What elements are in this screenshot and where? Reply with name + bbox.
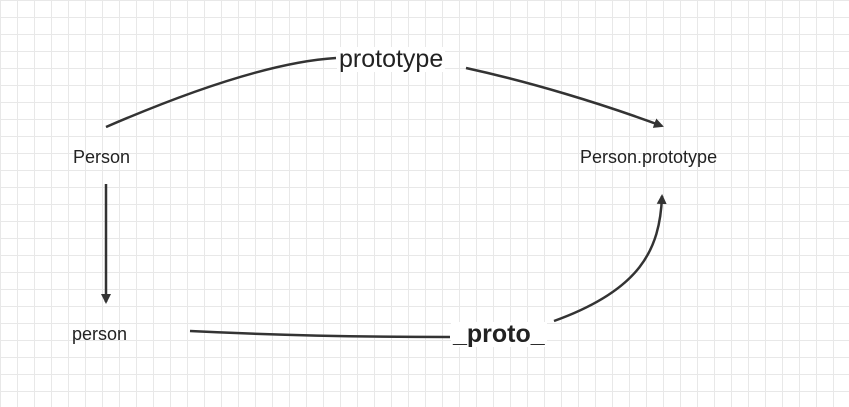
edge-prototype (105, 56, 337, 129)
edge-prototype-tail (465, 66, 664, 128)
edge-proto-tail (553, 194, 667, 323)
edge-label-proto: _proto_ (451, 320, 547, 348)
node-person-instance: person (72, 324, 128, 344)
edge-label-prototype: prototype (337, 45, 446, 73)
node-person-prototype: Person.prototype (580, 147, 718, 167)
edge-proto (189, 329, 451, 339)
node-person-constructor: Person (73, 147, 131, 167)
